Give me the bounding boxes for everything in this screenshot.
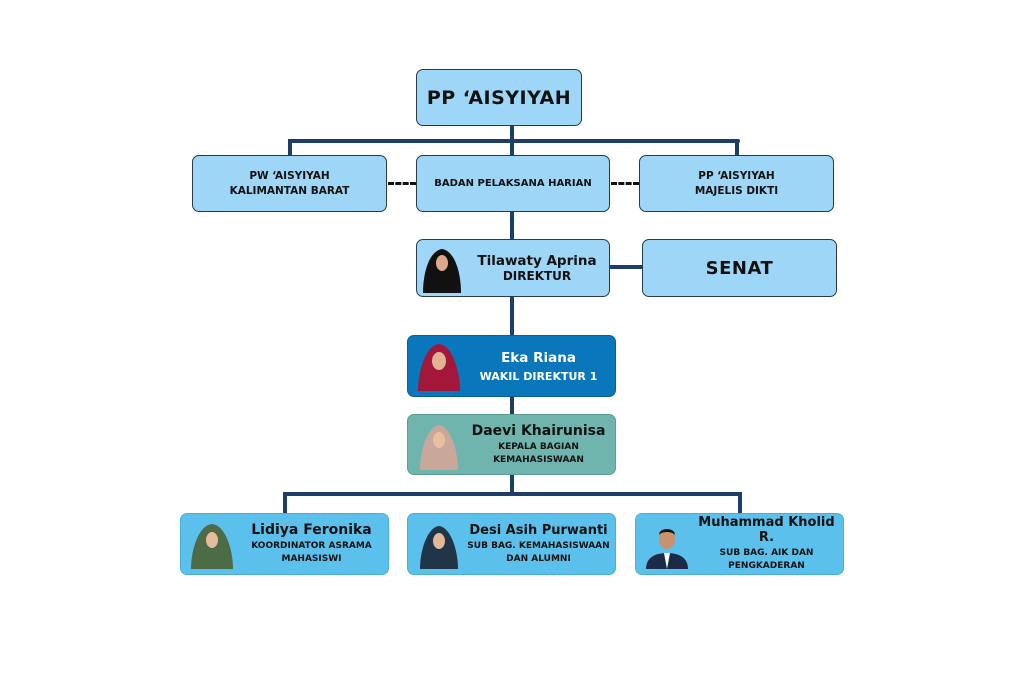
person-name: Tilawaty Aprina	[477, 253, 597, 269]
connector	[283, 492, 742, 496]
node-label: MAJELIS DIKTI	[694, 184, 779, 197]
connector	[510, 475, 514, 495]
node-director[interactable]: Tilawaty Aprina DIREKTUR	[416, 239, 610, 297]
person-name: Eka Riana	[501, 349, 576, 366]
node-pw-aisyiyah[interactable]: PW ‘AISYIYAH KALIMANTAN BARAT	[192, 155, 387, 212]
connector	[735, 139, 739, 155]
person-role: KEMAHASISWAAN	[493, 454, 584, 465]
person-photo-icon	[646, 529, 688, 569]
person-role: PENGKADERAN	[728, 561, 805, 571]
person-photo-icon	[191, 524, 233, 569]
node-staff-kholid[interactable]: Muhammad Kholid R. SUB BAG. AIK DAN PENG…	[635, 513, 844, 575]
person-name: Lidiya Feronika	[251, 522, 372, 538]
node-vice-director[interactable]: Eka Riana WAKIL DIREKTUR 1	[407, 335, 616, 397]
dashed-connector	[388, 182, 416, 185]
person-name: Desi Asih Purwanti	[469, 522, 608, 538]
node-majelis-dikti[interactable]: PP ‘AISYIYAH MAJELIS DIKTI	[639, 155, 834, 212]
person-role: DIREKTUR	[502, 269, 572, 283]
person-photo-icon	[423, 249, 461, 293]
person-role: SUB BAG. KEMAHASISWAAN	[467, 540, 610, 551]
node-head[interactable]: Daevi Khairunisa KEPALA BAGIAN KEMAHASIS…	[407, 414, 616, 475]
person-role: KEPALA BAGIAN	[498, 441, 579, 452]
node-staff-lidiya[interactable]: Lidiya Feronika KOORDINATOR ASRAMA MAHAS…	[180, 513, 389, 575]
connector	[288, 139, 740, 143]
node-staff-desi[interactable]: Desi Asih Purwanti SUB BAG. KEMAHASISWAA…	[407, 513, 616, 575]
person-role: WAKIL DIREKTUR 1	[479, 369, 598, 383]
person-photo-icon	[420, 424, 458, 470]
connector	[283, 492, 287, 513]
person-role: SUB BAG. AIK DAN	[719, 548, 814, 558]
node-senat[interactable]: SENAT	[642, 239, 837, 297]
dashed-connector	[611, 182, 639, 185]
connector	[510, 212, 514, 239]
connector	[610, 265, 642, 269]
root-label: PP ‘AISYIYAH	[426, 86, 572, 109]
senat-label: SENAT	[705, 257, 774, 279]
node-bph[interactable]: BADAN PELAKSANA HARIAN	[416, 155, 610, 212]
node-label: PP ‘AISYIYAH	[698, 169, 775, 182]
person-name: Daevi Khairunisa	[471, 422, 606, 439]
node-label: BADAN PELAKSANA HARIAN	[434, 178, 592, 189]
node-label: KALIMANTAN BARAT	[229, 184, 350, 197]
connector	[510, 297, 514, 335]
person-role: DAN ALUMNI	[506, 553, 571, 564]
person-role: MAHASISWI	[281, 554, 342, 564]
node-label: PW ‘AISYIYAH	[249, 169, 330, 182]
person-photo-icon	[420, 526, 458, 569]
connector	[288, 139, 292, 155]
connector	[738, 492, 742, 513]
root-node[interactable]: PP ‘AISYIYAH	[416, 69, 582, 126]
person-name: Muhammad Kholid R.	[698, 515, 835, 545]
person-role: KOORDINATOR ASRAMA	[251, 541, 372, 551]
person-photo-icon	[418, 344, 460, 391]
connector	[510, 397, 514, 414]
